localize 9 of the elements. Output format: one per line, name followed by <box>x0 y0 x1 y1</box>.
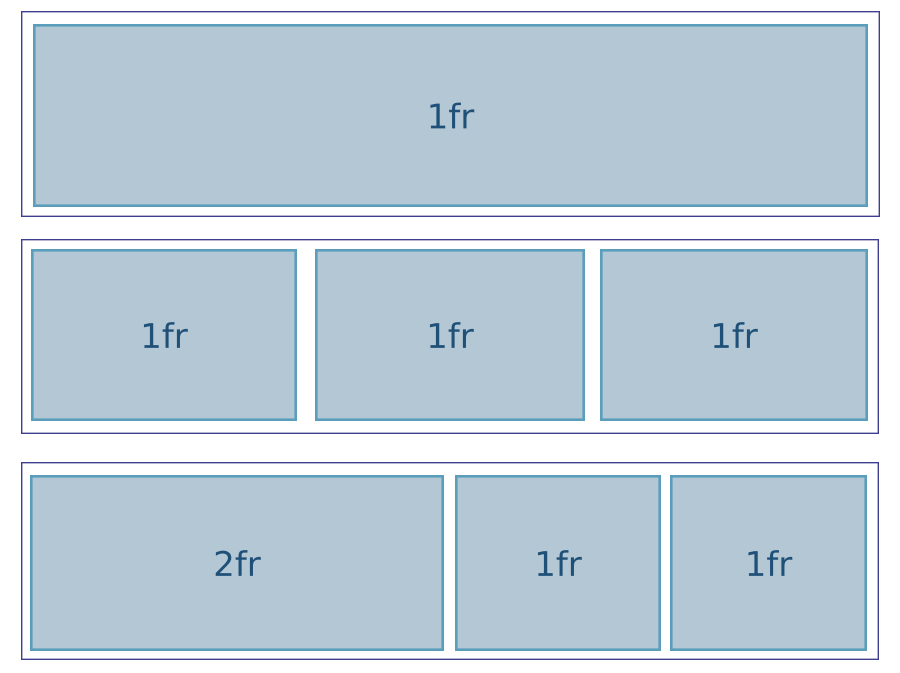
grid-cell: 1fr <box>455 475 661 651</box>
grid-cell: 1fr <box>31 249 297 421</box>
grid-cell: 1fr <box>670 475 867 651</box>
grid-cell: 1fr <box>315 249 585 421</box>
grid-cell: 1fr <box>33 24 868 207</box>
grid-cell: 1fr <box>600 249 868 421</box>
grid-container <box>21 462 879 660</box>
grid-cell: 2fr <box>30 475 444 651</box>
grid-container <box>21 239 879 434</box>
